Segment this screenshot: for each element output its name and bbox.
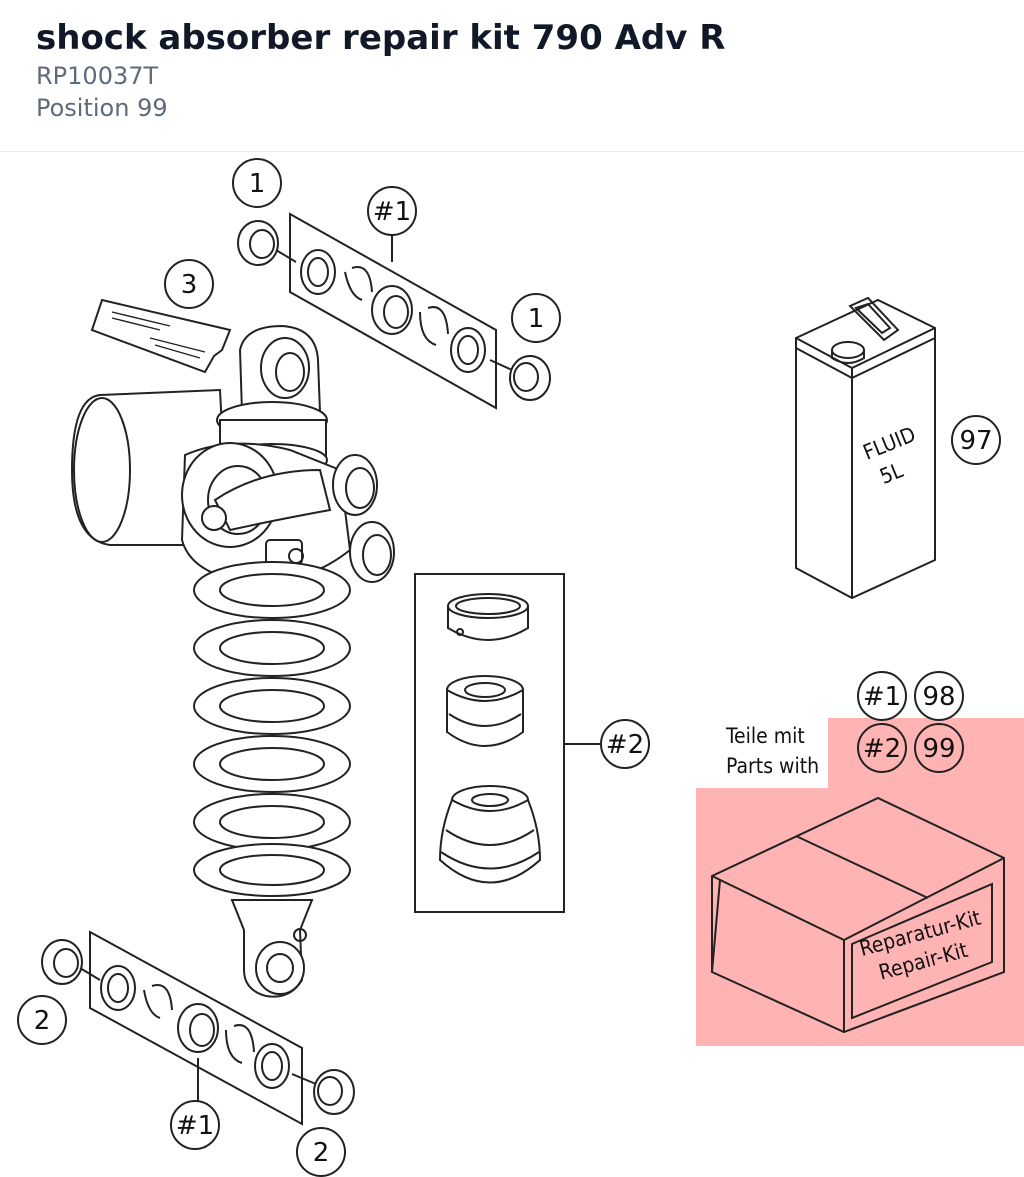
svg-text:#1: #1	[863, 682, 901, 712]
svg-text:#1: #1	[176, 1111, 214, 1141]
callout-3[interactable]: 3	[164, 259, 214, 309]
repair-kit-highlight	[696, 718, 1024, 1046]
svg-text:1: 1	[249, 169, 266, 199]
svg-text:3: 3	[181, 270, 198, 300]
svg-text:2: 2	[313, 1138, 330, 1168]
shock-absorber	[70, 324, 395, 998]
position-label: Position 99	[36, 94, 168, 122]
legend-99[interactable]: 99	[914, 723, 964, 773]
svg-text:#2: #2	[606, 730, 644, 760]
page-title: shock absorber repair kit 790 Adv R	[36, 18, 726, 58]
legend-line2: Parts with	[726, 754, 819, 778]
svg-text:#2: #2	[863, 734, 901, 764]
svg-text:2: 2	[34, 1006, 51, 1036]
callout-2-left[interactable]: 2	[17, 995, 67, 1045]
callout-2-bottom[interactable]: 2	[296, 1127, 346, 1177]
top-bushings	[237, 220, 551, 401]
callout-kit2[interactable]: #2	[600, 719, 650, 769]
callout-kit1-top[interactable]: #1	[367, 186, 417, 236]
legend-line1: Teile mit	[725, 724, 805, 748]
callout-1-top[interactable]: 1	[232, 158, 282, 208]
legend-kit1[interactable]: #1	[857, 671, 907, 721]
callout-kit1-bottom[interactable]: #1	[170, 1100, 220, 1150]
svg-text:#1: #1	[373, 197, 411, 227]
svg-text:97: 97	[959, 426, 992, 456]
leader-lines	[197, 234, 393, 1104]
bottom-bearing-kit	[89, 930, 303, 1126]
fluid-can: FLUID 5L	[795, 296, 936, 600]
top-bearing-kit	[289, 212, 497, 410]
legend-kit2[interactable]: #2	[857, 723, 907, 773]
svg-text:99: 99	[922, 734, 955, 764]
seal-head-kit	[414, 573, 600, 913]
label-sticker	[90, 298, 232, 374]
page-header: shock absorber repair kit 790 Adv R RP10…	[0, 0, 1024, 152]
svg-text:98: 98	[922, 682, 955, 712]
legend-98[interactable]: 98	[914, 671, 964, 721]
bottom-bushings	[41, 939, 355, 1115]
callout-97[interactable]: 97	[951, 415, 1001, 465]
legend: Teile mit Parts with #1 98 #2 99	[725, 671, 964, 778]
part-number: RP10037T	[36, 62, 159, 90]
svg-text:1: 1	[528, 304, 545, 334]
callout-1-right[interactable]: 1	[511, 293, 561, 343]
